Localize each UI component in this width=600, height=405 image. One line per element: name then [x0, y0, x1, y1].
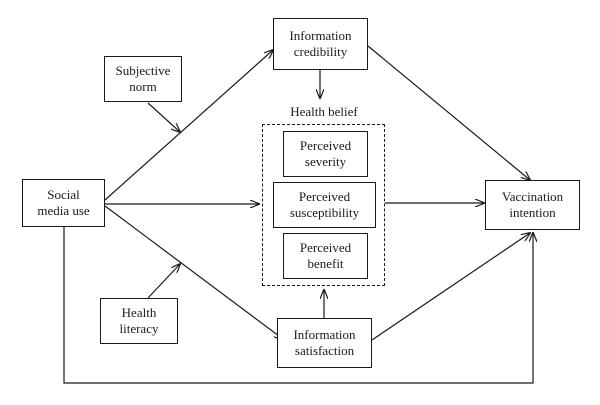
information-satisfaction-line1: Information	[293, 327, 356, 342]
information-credibility-line1: Information	[289, 28, 352, 43]
perceived-severity-line2: severity	[304, 154, 347, 169]
perceived-benefit-box: Perceived benefit	[283, 233, 368, 279]
edge-subjective-norm-moderation	[147, 102, 180, 132]
subjective-norm-box: Subjective norm	[104, 56, 182, 102]
perceived-benefit-line2: benefit	[307, 256, 344, 271]
subjective-norm-line1: Subjective	[115, 63, 171, 78]
edge-social-to-vaccination	[63, 227, 533, 384]
information-satisfaction-line2: satisfaction	[294, 343, 355, 358]
vaccination-intention-line1: Vaccination	[501, 189, 564, 204]
vaccination-intention-box: Vaccination intention	[485, 180, 580, 230]
edge-social-to-credibility	[104, 50, 273, 201]
health-literacy-line1: Health	[121, 305, 157, 320]
perceived-severity-line1: Perceived	[299, 138, 352, 153]
perceived-severity-box: Perceived severity	[283, 131, 368, 177]
social-media-use-line2: media use	[37, 203, 90, 218]
health-belief-group	[262, 124, 385, 286]
edge-social-to-satisfaction	[104, 205, 283, 339]
edge-health-literacy-moderation	[147, 264, 180, 299]
perceived-benefit-line1: Perceived	[299, 240, 352, 255]
perceived-susceptibility-line2: susceptibility	[289, 205, 360, 220]
health-literacy-box: Health literacy	[100, 298, 178, 344]
perceived-susceptibility-line1: Perceived	[298, 189, 351, 204]
perceived-susceptibility-box: Perceived susceptibility	[273, 182, 376, 228]
edge-credibility-to-vaccination	[367, 45, 530, 180]
vaccination-intention-line2: intention	[509, 205, 556, 220]
edge-satisfaction-to-vaccination	[371, 233, 530, 341]
information-credibility-box: Information credibility	[273, 18, 368, 70]
health-literacy-line2: literacy	[119, 321, 159, 336]
social-media-use-box: Social media use	[22, 179, 105, 227]
health-belief-label: Health belief	[279, 104, 369, 120]
subjective-norm-line2: norm	[129, 79, 157, 94]
social-media-use-line1: Social	[47, 187, 80, 202]
information-satisfaction-box: Information satisfaction	[277, 318, 372, 368]
information-credibility-line2: credibility	[293, 44, 348, 59]
